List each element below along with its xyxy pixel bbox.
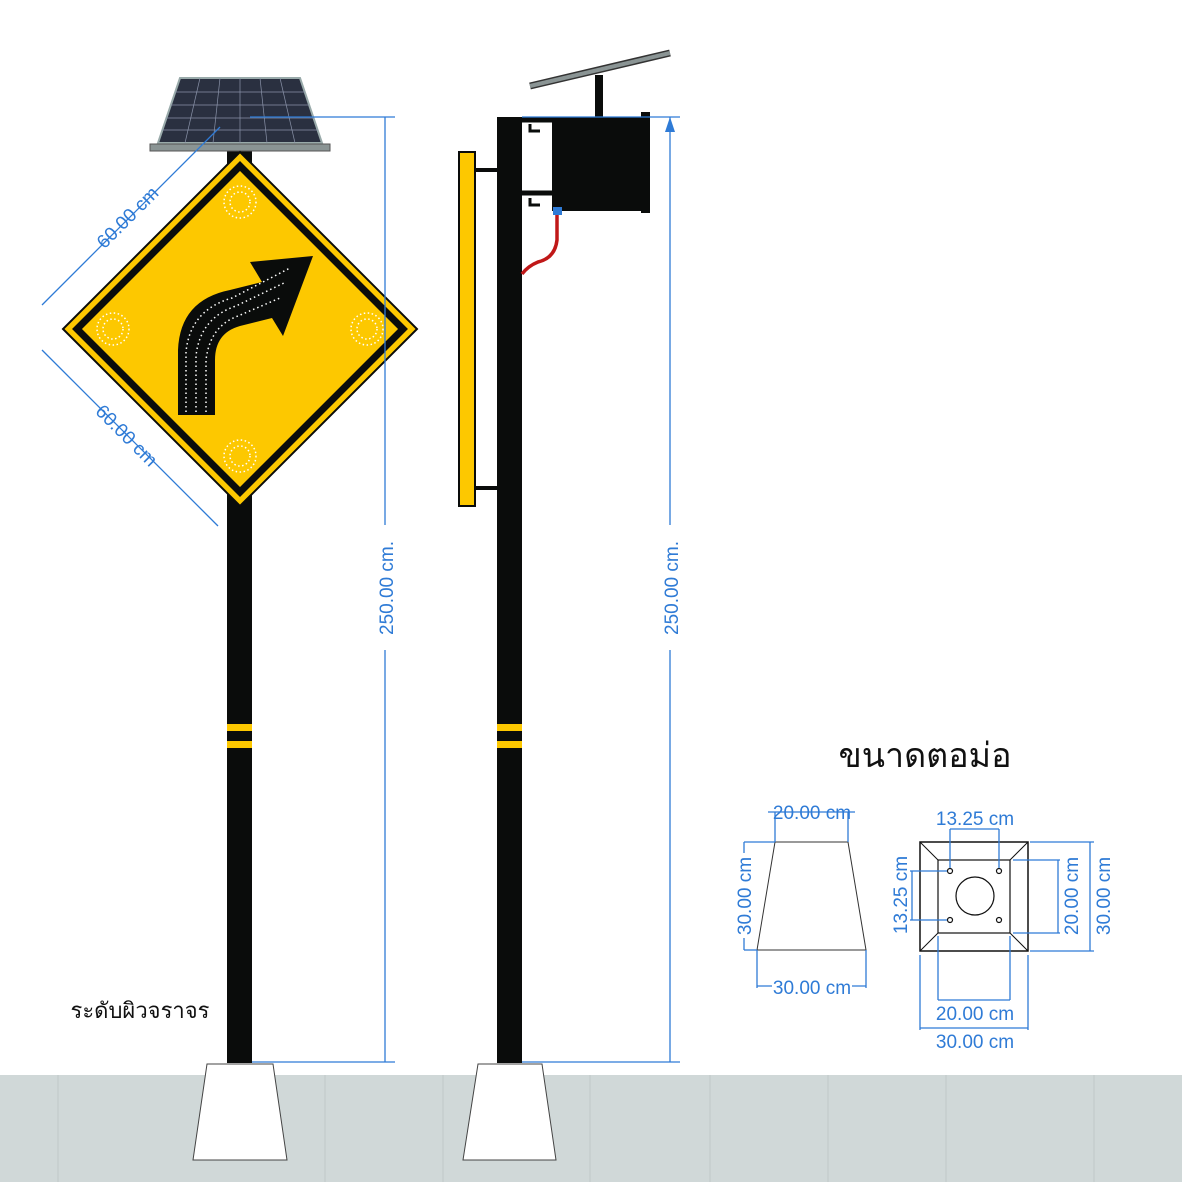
cable (520, 215, 559, 276)
plan-bolt-spacing-y: 13.25 cm (891, 856, 912, 934)
road-level-label: ระดับผิวจราจร (71, 998, 210, 1023)
footing-bottom-width: 30.00 cm (773, 978, 851, 999)
footing-top-width: 20.00 cm (773, 803, 851, 824)
plan-bolt-spacing-x: 13.25 cm (936, 809, 1014, 830)
footing-front (192, 1063, 288, 1161)
plan-inner-height: 20.00 cm (1062, 857, 1083, 935)
side-view: 250.00 cm. (458, 49, 683, 1161)
front-view: 60.00 cm 60.00 cm 250.00 cm. ระดับผิวจรา… (41, 77, 419, 1161)
footing-detail: ขนาดตอม่อ 20.00 cm 30.00 cm 30.00 cm 13.… (735, 737, 1115, 1053)
dimension-height-side: 250.00 cm. (662, 541, 683, 635)
plan-outer-height: 30.00 cm (1094, 857, 1115, 935)
dimension-height-front: 250.00 cm. (377, 541, 398, 635)
curve-right-arrow (178, 256, 313, 415)
plan-inner-width: 20.00 cm (936, 1004, 1014, 1025)
footing-title: ขนาดตอม่อ (839, 737, 1012, 775)
led-clusters (96, 185, 384, 473)
sign-edge (458, 151, 476, 507)
ground (0, 1075, 1182, 1182)
footing-side (462, 1063, 557, 1161)
solar-panel (149, 77, 331, 152)
footing-height: 30.00 cm (735, 857, 756, 935)
battery-box (552, 117, 644, 211)
plan-outer-width: 30.00 cm (936, 1032, 1014, 1053)
warning-sign (61, 150, 419, 508)
